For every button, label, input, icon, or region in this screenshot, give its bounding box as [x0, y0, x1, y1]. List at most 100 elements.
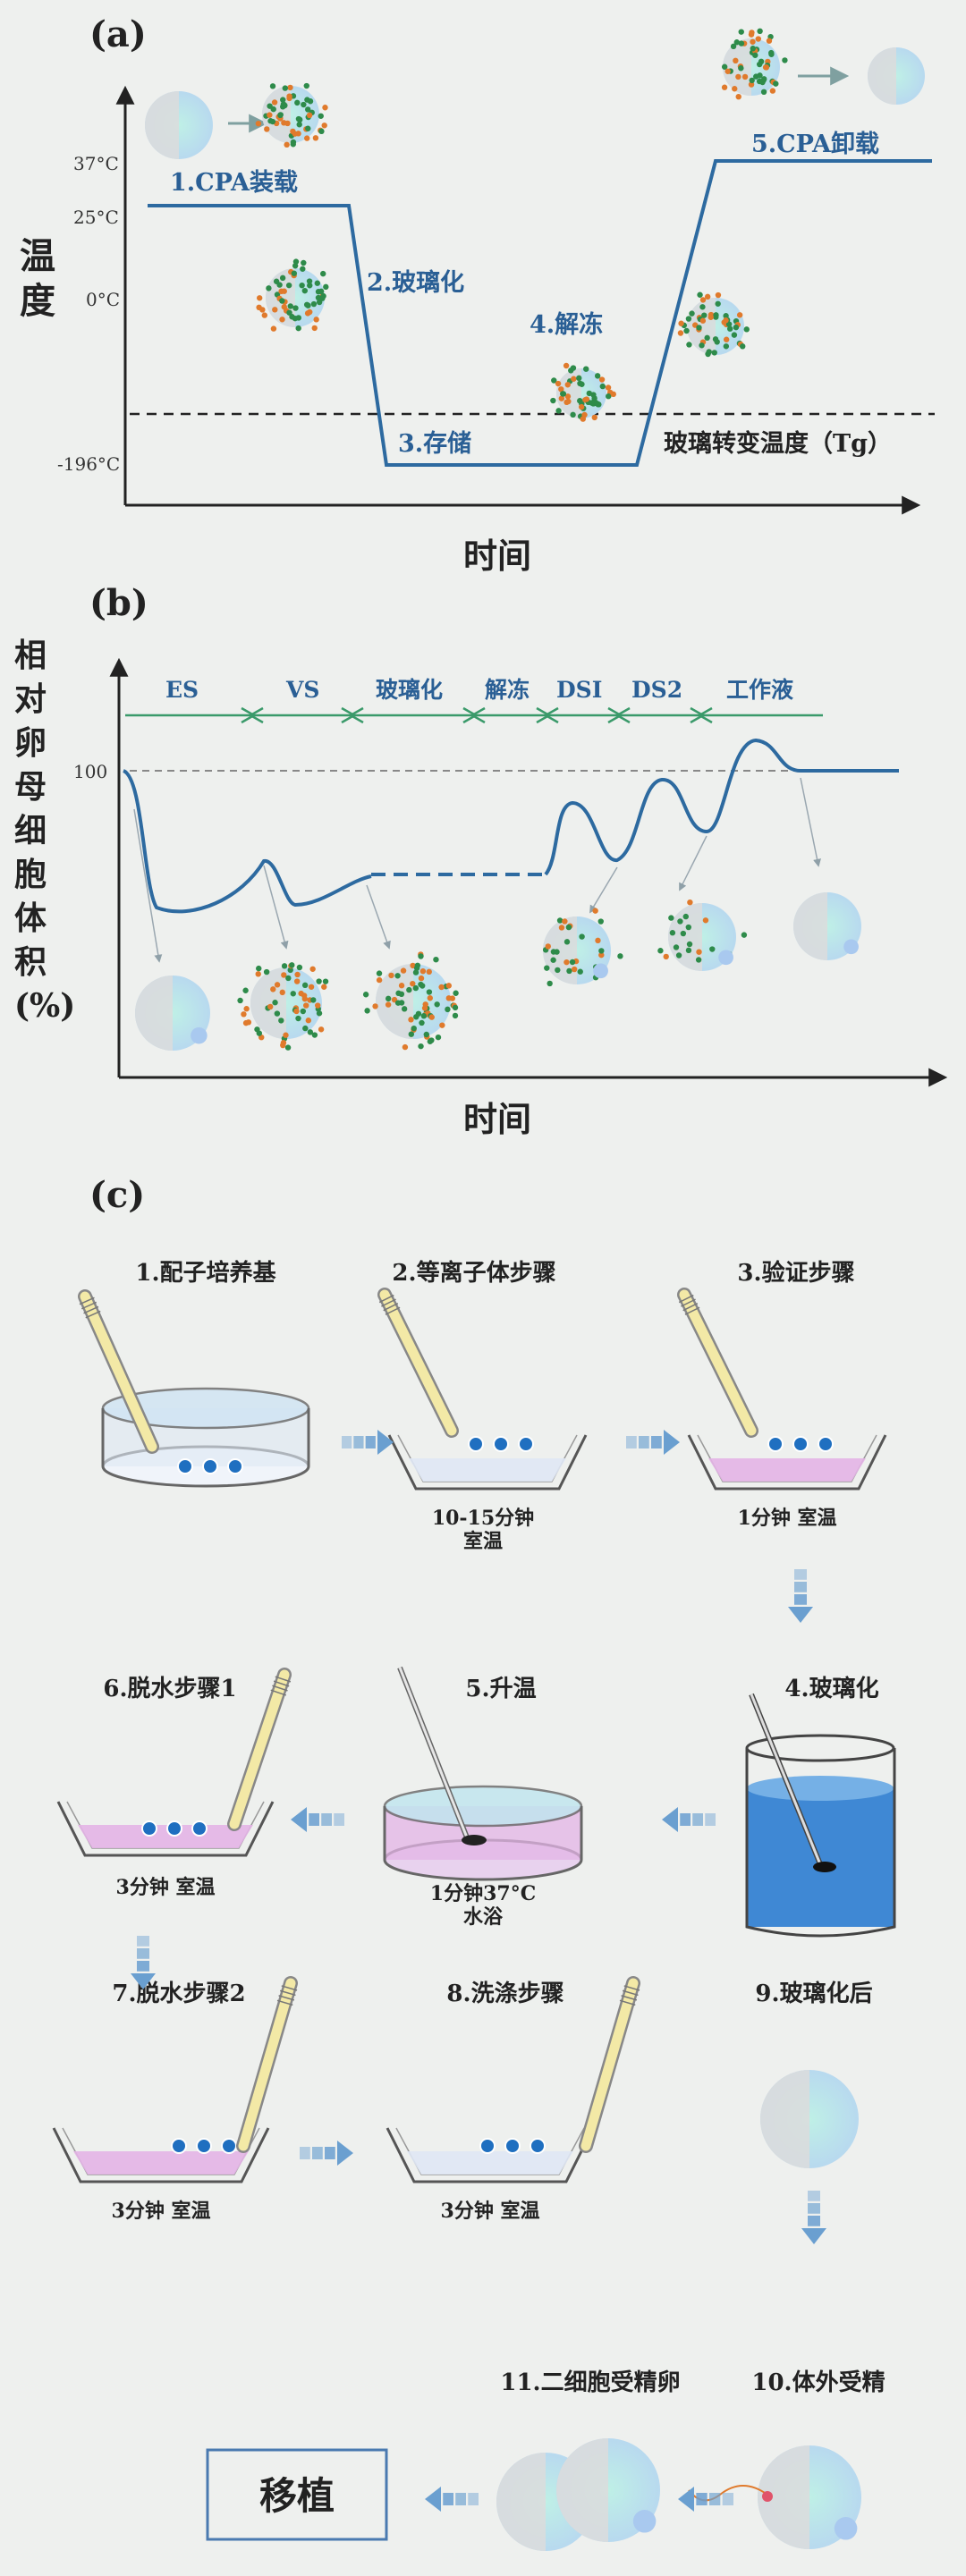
- step-5-water-bath: [383, 1666, 583, 1881]
- step-1-pipette: [78, 1289, 159, 1454]
- step-1-petri-dish: [101, 1387, 310, 1488]
- temperature-curve: [148, 159, 932, 467]
- flow-arrow-3-4: [788, 1569, 813, 1623]
- step-9-oocyte: [760, 2070, 859, 2168]
- step-6-oocytes: [191, 1820, 208, 1837]
- phase-working-solution: 工作液: [726, 677, 793, 703]
- cell-initial: [145, 91, 213, 159]
- tg-label: 玻璃转变温度（Tg）: [664, 429, 892, 458]
- flow-arrow-6-7: [131, 1936, 156, 1989]
- panel-a-label: (a): [89, 13, 147, 55]
- step-2-oocytes: [468, 1436, 484, 1452]
- panel-b-y-label-char: 积: [14, 943, 47, 981]
- transplant-box: [206, 2448, 388, 2541]
- step-8-pipette: [579, 1976, 640, 2153]
- step-3-pipette: [677, 1288, 758, 1438]
- step-7-oocytes: [171, 2138, 187, 2154]
- panel-b-y-label-char: 胞: [14, 856, 47, 893]
- step-3-oocytes: [818, 1436, 834, 1452]
- cell-dsi: [542, 908, 623, 987]
- step-9-title: 9.玻璃化后: [755, 1980, 872, 2007]
- panel-b-y-label-char: (%): [14, 987, 75, 1025]
- cell-vitrified-b: [362, 951, 459, 1051]
- step-6-dish: [56, 1801, 275, 1857]
- step-5-title: 5.升温: [465, 1676, 536, 1702]
- step-7-dish: [52, 2127, 270, 2183]
- panel-a: (a) 温 度 37°C 25°C 0°C -196°C 1.CPA装载 2.玻…: [20, 13, 935, 576]
- step-2-note: 室温: [463, 1530, 503, 1553]
- phase-dsi: DSI: [556, 677, 602, 703]
- flow-arrow-10-11: [678, 2487, 733, 2512]
- step-6-oocytes: [141, 1820, 157, 1837]
- step-1-oocytes: [202, 1458, 218, 1474]
- volume-curve-pre: [122, 769, 372, 914]
- panel-b-x-label: 时间: [463, 1099, 531, 1139]
- panel-b-y-label-char: 母: [14, 768, 47, 806]
- step-2-title: 2.等离子体步骤: [392, 1259, 555, 1287]
- tick-100: 100: [73, 761, 107, 782]
- tick-196: -196°C: [57, 453, 120, 475]
- step-7-oocytes: [221, 2138, 237, 2154]
- step-10-title: 10.体外受精: [751, 2369, 885, 2396]
- cell-loading: [255, 82, 328, 148]
- step-11-title: 11.二细胞受精卵: [500, 2369, 680, 2396]
- step-5-note: 1分钟37°C: [430, 1882, 536, 1905]
- panel-a-y-label-2: 度: [20, 280, 55, 322]
- panel-b-pointers: [133, 777, 821, 963]
- step-8-oocytes: [530, 2138, 546, 2154]
- step-3-title: 3.验证步骤: [737, 1259, 854, 1287]
- phase-thawing: 解冻: [485, 677, 530, 703]
- step-10-oocyte: [758, 2445, 861, 2549]
- step-2-note: 10-15分钟: [432, 1507, 534, 1530]
- step-2-oocytes: [518, 1436, 534, 1452]
- step-2-oocytes: [493, 1436, 509, 1452]
- phase-vs: VS: [285, 677, 319, 703]
- cell-unloading: [721, 28, 788, 100]
- cell-final: [868, 47, 925, 105]
- volume-curve-post: [544, 738, 899, 876]
- step-3-dish: [687, 1434, 887, 1491]
- step-storage: 3.存储: [398, 430, 471, 458]
- tick-37: 37°C: [73, 153, 119, 174]
- step-10-sperm-head: [762, 2491, 773, 2502]
- flow-arrow-9-10: [801, 2191, 826, 2244]
- step-cpa-unloading: 5.CPA卸载: [751, 130, 879, 158]
- step-3-oocytes: [767, 1436, 784, 1452]
- step-11-cell-right: [556, 2438, 660, 2542]
- step-1-title: 1.配子培养基: [135, 1259, 276, 1287]
- step-8-dish: [386, 2127, 595, 2183]
- cell-es: [135, 976, 210, 1051]
- step-1-oocytes: [227, 1458, 243, 1474]
- flow-arrow-4-5: [662, 1807, 716, 1832]
- step-7-pipette: [236, 1976, 298, 2153]
- panel-a-y-label-1: 温: [20, 235, 55, 277]
- step-2-dish: [387, 1434, 588, 1491]
- phase-es: ES: [165, 677, 199, 703]
- cell-thawed: [677, 291, 750, 358]
- cell-vs: [237, 962, 329, 1051]
- step-6-oocytes: [166, 1820, 182, 1837]
- flow-arrow-5-6: [291, 1807, 344, 1832]
- step-7-oocytes: [196, 2138, 212, 2154]
- step-5-note: 水浴: [463, 1905, 504, 1929]
- step-3-oocytes: [792, 1436, 809, 1452]
- step-7-note: 3分钟 室温: [112, 2200, 211, 2223]
- cell-vitrified: [256, 258, 329, 332]
- step-thawing: 4.解冻: [530, 310, 603, 339]
- cell-ds2: [657, 899, 748, 971]
- step-8-note: 3分钟 室温: [441, 2200, 540, 2223]
- panel-b-y-label-char: 卵: [14, 724, 47, 762]
- flow-arrow-7-8: [300, 2141, 353, 2166]
- phase-ds2: DS2: [631, 677, 682, 703]
- panel-b-label: (b): [89, 582, 148, 624]
- panel-c-label: (c): [89, 1174, 145, 1216]
- tick-0: 0°C: [86, 289, 120, 310]
- step-cpa-loading: 1.CPA装载: [170, 169, 298, 197]
- transplant-label: 移植: [259, 2474, 335, 2518]
- panel-b-y-label-char: 细: [14, 812, 47, 849]
- cell-stored: [550, 362, 616, 422]
- step-4-liquid-nitrogen: [745, 1693, 896, 1938]
- step-6-title: 6.脱水步骤1: [103, 1675, 236, 1702]
- step-4-title: 4.玻璃化: [784, 1675, 878, 1702]
